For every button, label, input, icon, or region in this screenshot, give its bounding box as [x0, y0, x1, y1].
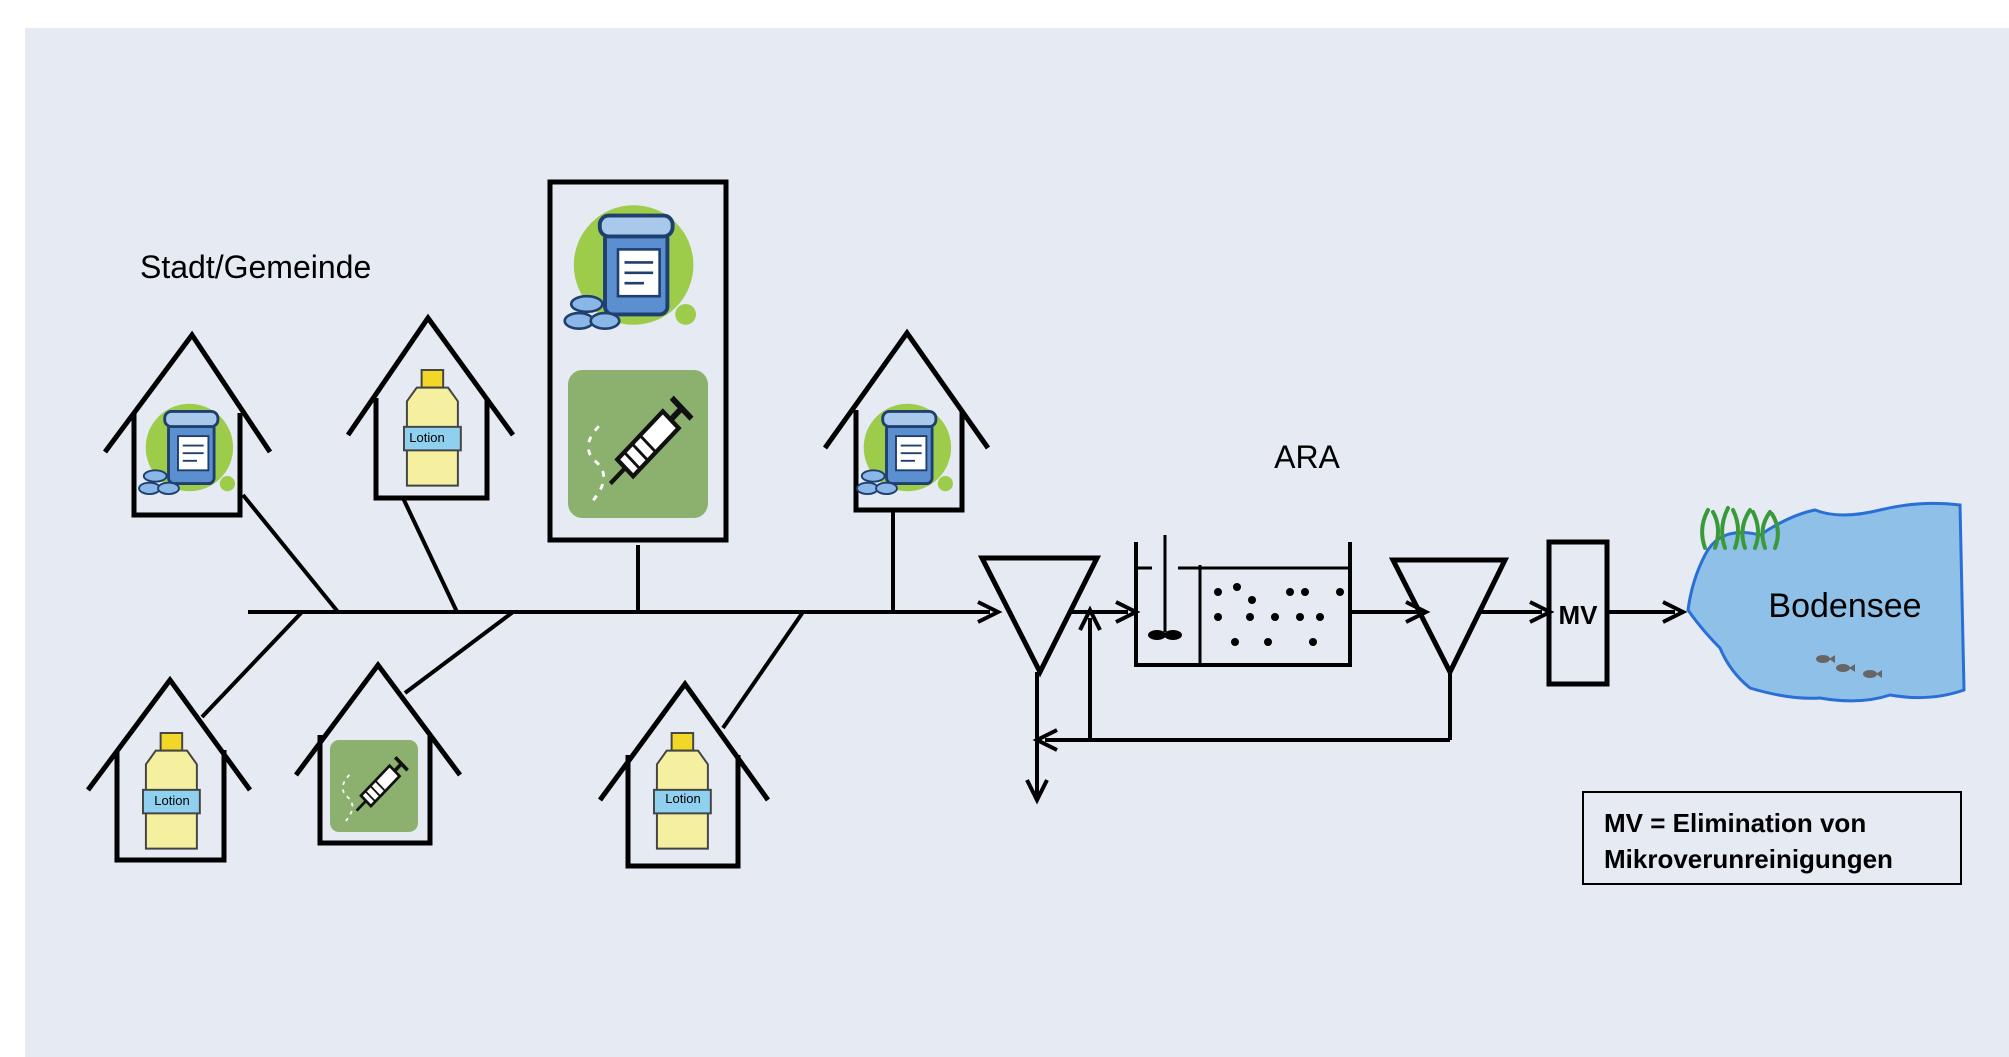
syringe-icon: [328, 738, 420, 834]
lotion-bottle-text: Lotion: [665, 791, 700, 806]
house-connections: [200, 493, 895, 730]
house-top-right: [822, 328, 991, 513]
city-label: Stadt/Gemeinde: [140, 249, 371, 285]
settling-tank-icon: [977, 555, 1102, 678]
house-top-left: [102, 330, 273, 518]
mixer-icon: [1148, 535, 1182, 640]
lotion-bottle-text: Lotion: [409, 430, 444, 445]
flow-to-secondary: [1350, 600, 1431, 624]
mv-box-label: MV: [1559, 600, 1599, 630]
house-bottom-middle: Lotion: [597, 679, 771, 869]
legend-box: MV = Elimination von Mikroverunreinigung…: [1582, 791, 1962, 885]
seaweed-icon: [1700, 506, 1780, 550]
flow-to-lake: [1607, 600, 1688, 624]
house-bottom-left: Lotion: [85, 675, 253, 863]
diagram-panel: [25, 28, 2009, 1057]
lake-bodensee: Bodensee: [1686, 501, 1966, 703]
sewer-main-line: [248, 600, 1003, 624]
plant-label: ARA: [1274, 439, 1340, 475]
hospital-building: [547, 179, 729, 543]
lotion-bottle-text: Lotion: [154, 793, 189, 808]
sludge-outlet-line: [1025, 672, 1049, 805]
syringe-icon: [568, 370, 708, 518]
aeration-bubbles: [1214, 583, 1344, 646]
settling-tank-icon: [1388, 557, 1510, 678]
house-bottom-syringe: [293, 660, 463, 846]
legend-line-1: MV = Elimination von: [1604, 808, 1866, 838]
lake-label: Bodensee: [1768, 587, 1921, 625]
legend-line-2: Mikroverunreinigungen: [1604, 844, 1893, 874]
house-top-lotion: Lotion: [345, 313, 516, 501]
return-sludge-loop: [1032, 605, 1452, 752]
aeration-tank: [1134, 535, 1352, 667]
